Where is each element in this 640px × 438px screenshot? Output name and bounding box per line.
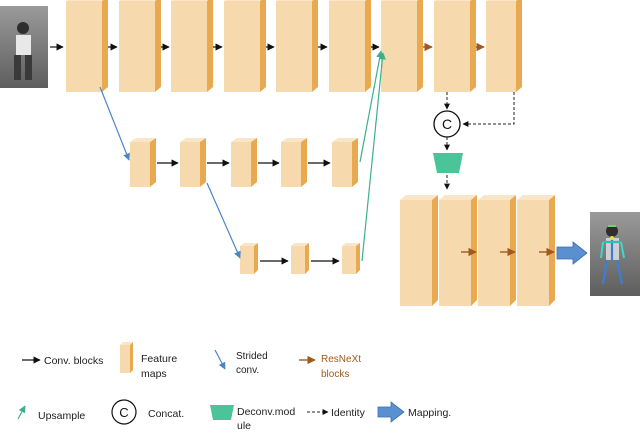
upsample-arrow (359, 50, 384, 163)
legend-strided-label-1: Strided (236, 351, 268, 362)
input-image (0, 6, 48, 88)
feature-map (281, 138, 307, 187)
legend-concat-label: Concat. (148, 408, 184, 420)
pose-skeleton-photo-icon (600, 225, 625, 285)
strided-arrow (99, 86, 130, 161)
feature-map (180, 138, 206, 187)
legend-mapping-arrow (377, 401, 405, 423)
legend-upsample-label: Upsample (38, 410, 85, 422)
legend-concat-symbol: C (119, 405, 128, 420)
legend-feature-maps-label-1: Feature (141, 353, 177, 365)
feature-map (329, 0, 371, 92)
identity-arrow (462, 92, 515, 127)
mapping-arrow (556, 241, 588, 265)
legend-deconv-label-1: Deconv.mod (237, 406, 295, 418)
feature-map (171, 0, 213, 92)
feature-map (231, 138, 257, 187)
legend-upsample-arrow (17, 405, 26, 420)
legend-strided-arrow (214, 349, 226, 370)
feature-map (291, 243, 309, 274)
upsample-arrows (359, 50, 386, 262)
feature-map (381, 0, 423, 92)
legend-resnext-label-2: blocks (321, 369, 349, 380)
row1-feature-maps (66, 0, 522, 92)
person-photo-icon (14, 22, 32, 80)
feature-map (342, 243, 360, 274)
upsample-arrow (361, 52, 386, 262)
legend-resnext-label-1: ResNeXt (321, 354, 361, 365)
output-image (590, 212, 640, 296)
legend-mapping-label: Mapping. (408, 407, 451, 419)
row2-feature-maps (130, 138, 358, 187)
feature-map (332, 138, 358, 187)
feature-map (224, 0, 266, 92)
feature-map (486, 0, 522, 92)
feature-map (478, 195, 516, 306)
row3-feature-maps (240, 243, 360, 274)
legend: Conv. blocks Feature maps Strided conv. … (17, 342, 451, 432)
deconv-module (433, 153, 463, 173)
concat-node: C (433, 92, 515, 151)
strided-conv-arrows (99, 86, 241, 259)
feature-map (276, 0, 318, 92)
feature-map (66, 0, 108, 92)
feature-map (130, 138, 156, 187)
feature-map (517, 195, 555, 306)
feature-map (400, 195, 438, 306)
feature-map (119, 0, 161, 92)
legend-feature-maps-label-2: maps (141, 368, 167, 380)
legend-deconv-icon (210, 405, 234, 420)
feature-map (434, 0, 476, 92)
legend-concat-circle (111, 399, 137, 425)
legend-identity-label: Identity (331, 407, 366, 419)
legend-conv-label: Conv. blocks (44, 355, 103, 367)
feature-map (439, 195, 477, 306)
output-feature-maps (400, 195, 555, 306)
legend-strided-label-2: conv. (236, 365, 259, 376)
legend-feature-map-icon (120, 342, 133, 373)
concat-symbol: C (442, 116, 452, 132)
strided-arrow (206, 182, 241, 259)
feature-map (240, 243, 258, 274)
legend-deconv-label-2: ule (237, 420, 251, 432)
